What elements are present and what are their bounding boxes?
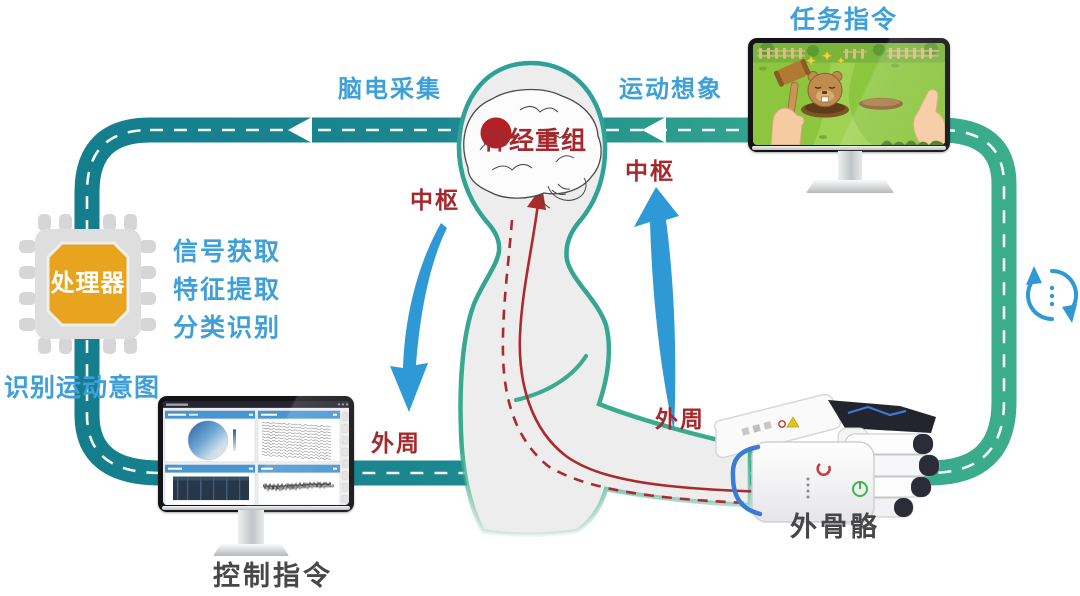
toolbar-buttons <box>341 412 349 504</box>
left-hand <box>770 107 805 145</box>
label-step-classify: 分类识别 <box>173 314 282 342</box>
processor-chip-icon <box>19 214 156 354</box>
thumb-hardware <box>828 400 936 433</box>
task-monitor-stand-neck <box>838 151 862 181</box>
task-monitor-screen <box>748 38 950 152</box>
label-task-command: 任务指令 <box>790 6 899 34</box>
grass-tuft <box>881 140 945 145</box>
central-to-peripheral-arrow <box>390 223 447 412</box>
eeg-software-screen <box>163 401 349 505</box>
logo-mark <box>816 462 831 477</box>
label-peripheral-right: 外周 <box>655 406 705 432</box>
label-motor-imagery: 运动想象 <box>619 76 723 103</box>
task-monitor <box>748 38 950 152</box>
activation-dot <box>480 117 512 149</box>
eeg-traces-panel <box>257 410 341 463</box>
task-monitor-stand-base <box>806 180 894 193</box>
mole <box>805 50 846 108</box>
label-eeg-acquisition: 脑电采集 <box>338 76 442 103</box>
label-step-signal: 信号获取 <box>173 238 282 266</box>
control-monitor-stand-neck <box>238 510 264 546</box>
dizzy-stars <box>805 50 846 67</box>
control-monitor-stand-base <box>213 544 289 556</box>
label-central-left: 中枢 <box>410 187 460 213</box>
label-neural-reorganization: 神经重组 <box>483 127 588 155</box>
splint-markings <box>741 416 800 436</box>
forearm-splint <box>713 393 842 459</box>
nerve-solid-line <box>518 203 881 496</box>
road-arrow-left-icon <box>288 117 312 143</box>
waveform-panel <box>257 464 341 505</box>
mallet <box>773 59 811 120</box>
label-processor: 处理器 <box>50 270 126 297</box>
spectrogram-panel <box>164 464 256 505</box>
whack-a-mole-game-screen <box>753 43 945 145</box>
fence <box>757 47 939 59</box>
peripheral-to-central-arrow <box>634 187 679 432</box>
brain-sketch-icon <box>463 88 602 209</box>
control-monitor <box>158 396 354 512</box>
label-recognize-intent: 识别运动意图 <box>4 374 161 402</box>
road-arrow-right-icon <box>642 117 666 143</box>
exoskeleton-hand-icon <box>713 393 940 525</box>
chest-crease-line <box>514 354 588 402</box>
nerve-dashed-line <box>501 219 869 508</box>
label-central-right: 中枢 <box>625 158 675 184</box>
control-monitor-screen <box>158 396 354 512</box>
refresh-cycle-icon <box>1025 266 1079 323</box>
topo-panel <box>164 410 256 463</box>
right-hand <box>913 88 945 145</box>
label-step-feature: 特征提取 <box>173 276 282 304</box>
flow-arrows <box>390 187 679 432</box>
wrist-strap <box>730 444 763 517</box>
label-exoskeleton: 外骨骼 <box>790 512 880 542</box>
label-control-command: 控制指令 <box>213 561 333 591</box>
label-peripheral-left: 外周 <box>371 430 421 456</box>
